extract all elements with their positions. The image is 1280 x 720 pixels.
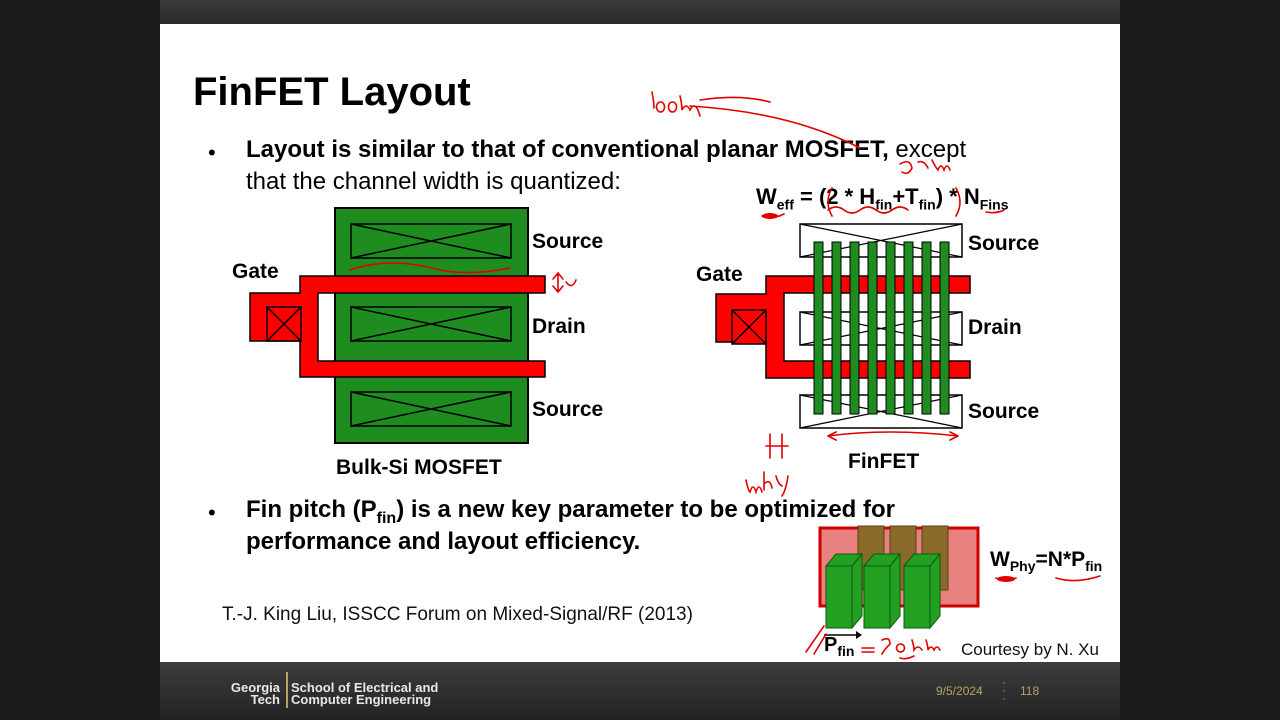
weff-formula: Weff = (2 * Hfin+Tfin) * NFins (756, 184, 1009, 213)
citation: T.-J. King Liu, ISSCC Forum on Mixed-Sig… (222, 604, 693, 625)
pfin-label: Pfin (824, 634, 855, 659)
bulk-source-bottom-label: Source (532, 398, 604, 421)
finfet-gate-label: Gate (696, 263, 743, 286)
courtesy-note: Courtesy by N. Xu (961, 640, 1099, 659)
finfet-diagram (715, 223, 971, 429)
bulk-mosfet-diagram (249, 207, 546, 444)
page-number: 118 (1020, 684, 1040, 698)
footer-date: 9/5/2024 (936, 684, 983, 698)
slide-title: FinFET Layout (193, 70, 471, 114)
bullet-1-text: Layout is similar to that of conventiona… (246, 134, 966, 166)
bullet-1-bold: Layout is similar to that of conventiona… (246, 136, 889, 163)
finfet-source-top-label: Source (968, 232, 1040, 255)
georgia-tech-logo: Georgia Tech (230, 680, 280, 707)
logo-separator (286, 672, 288, 708)
bullet-dot-1: • (208, 140, 216, 165)
bullet-1-rest: except (888, 136, 967, 163)
slide-footer: Georgia Tech School of Electrical and Co… (160, 662, 1120, 720)
fin-3d-illustration (818, 525, 980, 630)
slide: FinFET Layout • Layout is similar to tha… (160, 24, 1120, 662)
bullet-1-line2: that the channel width is quantized: (246, 168, 621, 195)
footer-separator-dots: ··· (1002, 675, 1006, 705)
school-name: School of Electrical and Computer Engine… (291, 680, 439, 707)
wphy-formula: WPhy=N*Pfin (990, 548, 1103, 575)
finfet-source-bottom-label: Source (968, 400, 1040, 423)
bullet-dot-2: • (208, 500, 216, 525)
finfet-drain-label: Drain (968, 316, 1022, 339)
bullet-2-line2: performance and layout efficiency. (246, 528, 641, 555)
bulk-gate-label: Gate (232, 260, 279, 283)
bulk-source-top-label: Source (532, 230, 604, 253)
bulk-caption: Bulk-Si MOSFET (336, 456, 502, 479)
pfin-arrow (824, 631, 862, 639)
window-top-bar (160, 0, 1120, 24)
bullet-2-text: Fin pitch (Pfin) is a new key parameter … (246, 496, 895, 527)
bulk-drain-label: Drain (532, 315, 586, 338)
finfet-caption: FinFET (848, 450, 920, 473)
